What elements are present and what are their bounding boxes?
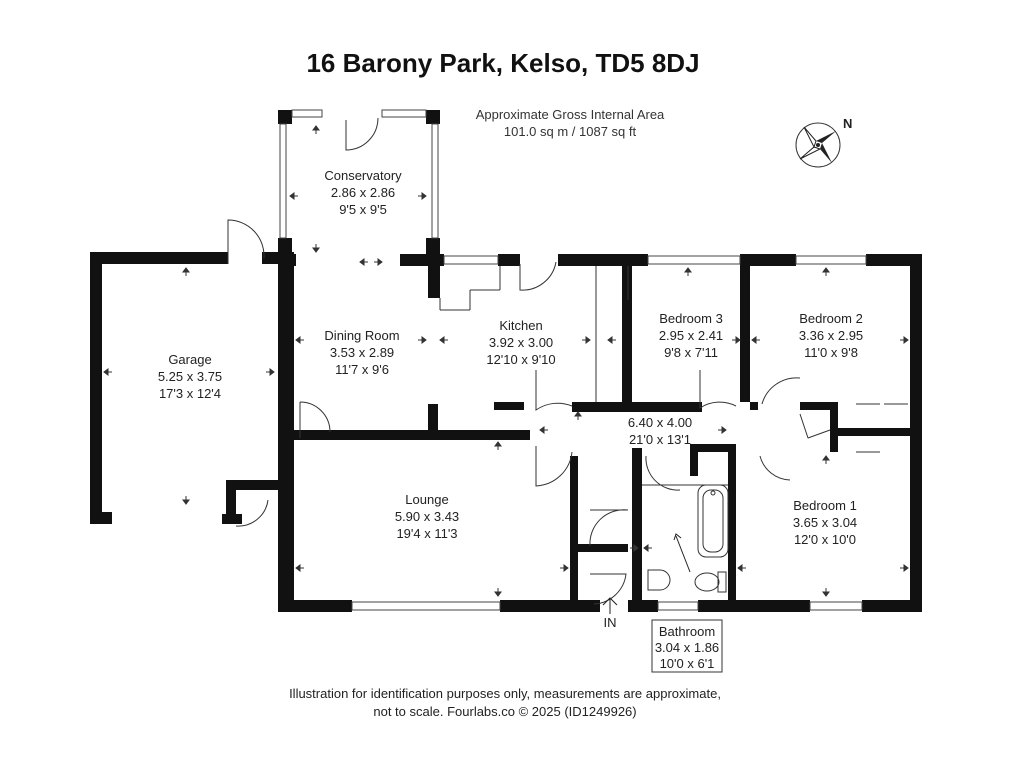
room-metric: 3.53 x 2.89 [330,345,394,360]
compass-north-label: N [843,116,852,131]
room-imperial: 10'0 x 6'1 [660,656,715,671]
room-imperial: 11'7 x 9'6 [335,362,389,377]
room-name: Dining Room [324,328,399,343]
room-name: Bedroom 1 [793,498,857,513]
room-imperial: 17'3 x 12'4 [159,386,221,401]
room-name: Lounge [405,492,448,507]
room-metric: 3.65 x 3.04 [793,515,857,530]
room-name: Bedroom 3 [659,311,723,326]
room-hall: 6.40 x 4.00 21'0 x 13'1 [628,415,692,447]
dimension-arrows [103,125,909,597]
entrance-arrow-icon [602,597,618,614]
disclaimer-line-2: not to scale. Fourlabs.co © 2025 (ID1249… [373,704,636,719]
windows [279,109,867,611]
room-imperial: 12'10 x 9'10 [486,352,555,367]
room-bedroom-1: Bedroom 1 3.65 x 3.04 12'0 x 10'0 [793,498,857,547]
area-label: Approximate Gross Internal Area [476,107,665,122]
room-imperial: 19'4 x 11'3 [396,526,457,541]
room-metric: 5.25 x 3.75 [158,369,222,384]
room-imperial: 21'0 x 13'1 [629,432,691,447]
room-bathroom: Bathroom 3.04 x 1.86 10'0 x 6'1 [651,619,723,673]
room-metric: 3.36 x 2.95 [799,328,863,343]
inner-lines [439,266,908,486]
room-imperial: 12'0 x 10'0 [794,532,856,547]
room-bedroom-2: Bedroom 2 3.36 x 2.95 11'0 x 9'8 [799,311,863,360]
bathroom-fixtures [647,484,729,593]
room-imperial: 9'8 x 7'11 [664,345,718,360]
room-imperial: 11'0 x 9'8 [804,345,858,360]
room-name: Bathroom [659,624,715,639]
room-metric: 3.04 x 1.86 [655,640,719,655]
room-metric: 5.90 x 3.43 [395,509,459,524]
area-value: 101.0 sq m / 1087 sq ft [504,124,637,139]
room-kitchen: Kitchen 3.92 x 3.00 12'10 x 9'10 [486,318,555,367]
disclaimer-line-1: Illustration for identification purposes… [289,686,721,701]
room-metric: 6.40 x 4.00 [628,415,692,430]
entrance-label: IN [604,615,617,630]
room-metric: 3.92 x 3.00 [489,335,553,350]
doors [227,117,831,605]
walls [90,110,922,612]
room-lounge: Lounge 5.90 x 3.43 19'4 x 11'3 [395,492,459,541]
page-title: 16 Barony Park, Kelso, TD5 8DJ [306,48,699,78]
room-name: Bedroom 2 [799,311,863,326]
room-conservatory: Conservatory 2.86 x 2.86 9'5 x 9'5 [324,168,402,217]
room-metric: 2.95 x 2.41 [659,328,723,343]
room-metric: 2.86 x 2.86 [331,185,395,200]
room-garage: Garage 5.25 x 3.75 17'3 x 12'4 [158,352,222,401]
room-bedroom-3: Bedroom 3 2.95 x 2.41 9'8 x 7'11 [659,311,723,360]
room-dining: Dining Room 3.53 x 2.89 11'7 x 9'6 [324,328,399,377]
room-name: Conservatory [324,168,402,183]
room-imperial: 9'5 x 9'5 [339,202,387,217]
room-name: Kitchen [499,318,542,333]
compass-rose-icon [795,122,841,168]
room-name: Garage [168,352,211,367]
